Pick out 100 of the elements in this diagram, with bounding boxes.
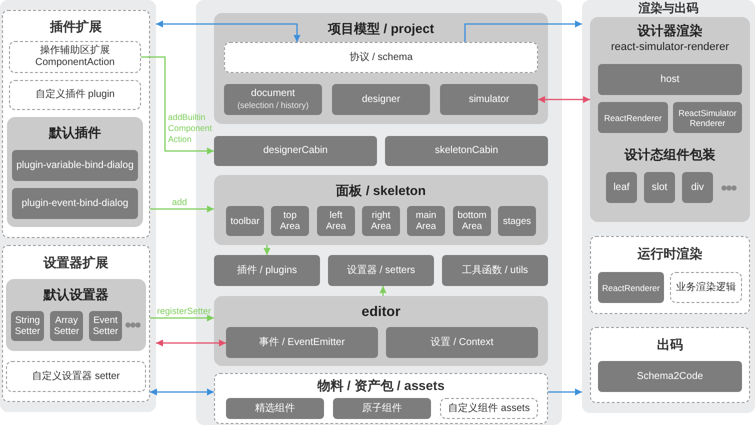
module-panel (214, 175, 548, 245)
module-panel (214, 296, 548, 366)
module-box (673, 102, 742, 133)
module-box (598, 272, 664, 303)
module-label: String Setter (14, 315, 42, 337)
dashed-module-box (6, 361, 146, 392)
dashed-group-frame (2, 10, 150, 238)
panel-title: 渲染与出码 (638, 1, 698, 15)
module-box (328, 255, 434, 286)
panel-subtitle: react-simulator-renderer (611, 40, 729, 54)
module-label: 自定义插件 plugin (35, 89, 115, 101)
module-label: right Area (370, 210, 392, 232)
module-box (598, 64, 742, 95)
module-panel (214, 13, 548, 124)
module-label: top Area (280, 210, 300, 232)
module-label: stages (503, 216, 531, 226)
arrow (156, 20, 300, 42)
dashed-module-box (9, 80, 141, 110)
panel-title: 设置器扩展 (44, 254, 108, 272)
edge-label: add (172, 197, 188, 208)
panel-title: 设计态组件包装 (624, 146, 716, 164)
module-box (598, 102, 668, 133)
module-label: host (660, 74, 680, 86)
dashed-module-box (670, 272, 742, 303)
module-label: simulator (468, 94, 510, 106)
module-label: 业务渲染逻辑 (676, 282, 736, 294)
module-box (498, 206, 536, 236)
arrow (150, 206, 214, 212)
panel-title: 默认插件 (49, 124, 101, 142)
dashed-group-frame (2, 245, 150, 402)
module-box (214, 136, 377, 166)
panel-title: 插件扩展 (50, 18, 102, 36)
module-box (226, 327, 378, 358)
column-panel (0, 0, 156, 412)
panel-title: 面板 / skeleton (336, 182, 426, 200)
module-label: slot (652, 182, 668, 194)
arrow (150, 388, 214, 396)
module-label: document (251, 88, 295, 100)
module-box (385, 136, 548, 166)
panel-title: 设计器渲染 (638, 22, 702, 40)
module-box (442, 255, 548, 286)
module-label: bottom Area (457, 210, 487, 232)
arrow (264, 245, 270, 255)
arrow (380, 286, 386, 296)
module-box (214, 255, 320, 286)
module-subtitle: (selection / history) (237, 100, 309, 111)
module-box (271, 206, 309, 236)
arrow (464, 20, 582, 42)
module-label: Array Setter (52, 315, 80, 337)
module-box (226, 206, 264, 236)
module-label: 设置 / Context (430, 336, 494, 348)
module-label: toolbar (230, 216, 260, 226)
module-panel (7, 117, 143, 227)
module-label: left Area (326, 210, 346, 232)
module-label: ReactSimulator Renderer (677, 108, 738, 128)
module-box (224, 84, 322, 115)
module-label: 工具函数 / utils (462, 264, 528, 276)
module-box (407, 206, 445, 236)
edge-label: addBuiltin Component Action (168, 112, 213, 145)
dashed-group-frame (590, 327, 750, 403)
module-box (333, 398, 431, 419)
module-label: 事件 / EventEmitter (259, 336, 345, 348)
module-label: 协议 / schema (349, 52, 413, 64)
module-label: 插件 / plugins (236, 264, 298, 276)
dashed-module-box (440, 398, 538, 419)
dashed-module-box (9, 41, 141, 73)
arrow (548, 388, 582, 396)
column-panel (582, 0, 755, 413)
module-label: ReactRenderer (602, 282, 660, 292)
module-label: plugin-event-bind-dialog (22, 198, 128, 210)
module-label: 操作辅助区扩展 ComponentAction (34, 45, 116, 69)
panel-title: editor (362, 302, 400, 320)
module-panel (6, 279, 146, 351)
module-label: 精选组件 (255, 402, 295, 414)
module-label: 自定义设置器 setter (32, 370, 120, 382)
module-box (386, 327, 538, 358)
dashed-module-box (224, 42, 538, 73)
module-label: div (691, 182, 704, 194)
module-label: skeletonCabin (434, 145, 498, 157)
module-box (644, 172, 675, 203)
module-box (332, 84, 430, 115)
module-box (362, 206, 400, 236)
arrow (150, 314, 214, 322)
module-label: ReactRenderer (604, 112, 662, 122)
module-label: leaf (613, 182, 630, 194)
module-label: 自定义组件 assets (448, 402, 530, 414)
module-box (440, 84, 538, 115)
module-label: designerCabin (263, 145, 328, 157)
panel-title: 物料 / 资产包 / assets (317, 377, 445, 395)
module-label: 原子组件 (362, 402, 402, 414)
module-box (682, 172, 713, 203)
module-box (606, 172, 637, 203)
panel-title: 默认设置器 (44, 286, 108, 304)
module-label: 设置器 / setters (346, 264, 416, 276)
panel-title: 项目模型 / project (328, 20, 434, 38)
panel-title: 运行时渲染 (638, 245, 702, 263)
arrow (156, 340, 226, 346)
arrow (538, 96, 590, 103)
module-label: Event Setter (92, 315, 120, 337)
module-box (12, 188, 138, 219)
